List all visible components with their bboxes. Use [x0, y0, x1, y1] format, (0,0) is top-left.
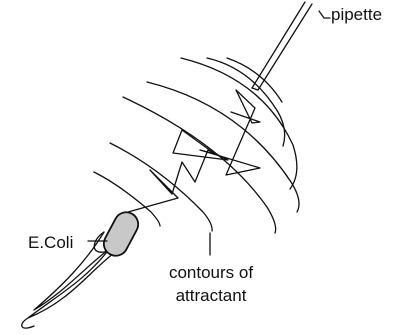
contour-arc-5	[123, 97, 276, 233]
pipette-leader-line	[319, 11, 330, 18]
contour-arc-3	[181, 58, 297, 189]
ecoli-trajectory	[128, 90, 260, 212]
pipette-edge-left	[252, 2, 305, 88]
pipette-edge-right	[258, 4, 312, 90]
contours-label-line-1: contours of	[169, 263, 253, 282]
pipette-label: pipette	[331, 5, 382, 24]
attractant-contours	[94, 58, 299, 233]
flagellum-tail	[22, 318, 34, 328]
ecoli-label: E.Coli	[28, 233, 73, 252]
contours-label-line-2: attractant	[176, 286, 247, 305]
ecoli-cell	[22, 208, 143, 328]
flagellum-outer	[28, 248, 118, 318]
pipette-tip	[252, 88, 258, 90]
pipette	[252, 2, 330, 90]
